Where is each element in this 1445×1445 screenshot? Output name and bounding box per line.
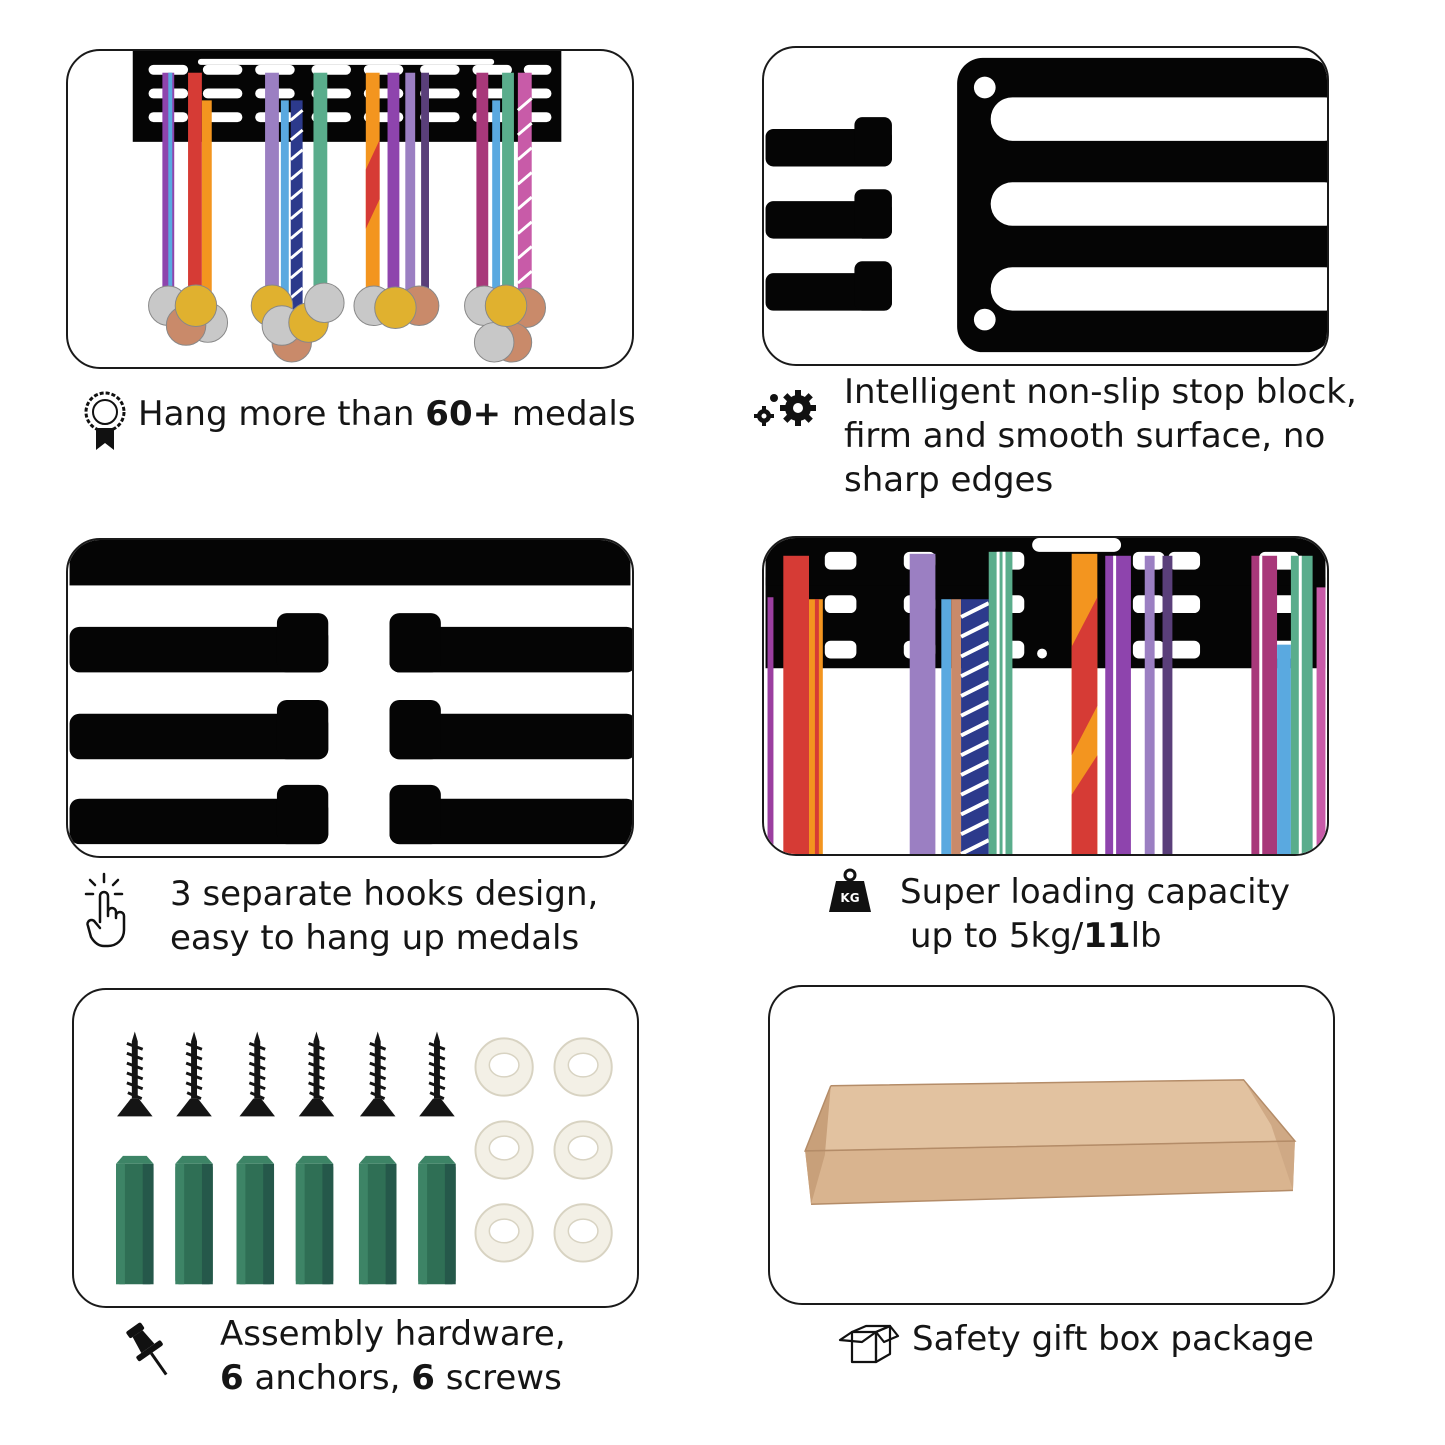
caption-medals-count: 60+ (425, 394, 502, 434)
panel-hooks (66, 538, 634, 858)
hooks-illustration (69, 540, 632, 845)
caption-hardware-line1: Assembly hardware, (220, 1314, 566, 1354)
caption-capacity-line2: up to 5kg/11lb (900, 914, 1290, 958)
caption-package-text: Safety gift box package (912, 1319, 1314, 1359)
caption-hardware-screws-count: 6 (411, 1358, 435, 1398)
caption-medals-before: Hang more than (138, 394, 426, 434)
medal-ribbon-icon (84, 391, 126, 450)
caption-stop-block-line1: Intelligent non-slip stop block, (844, 372, 1357, 412)
medal-rack-illustration (132, 51, 562, 363)
hardware-illustration (115, 1029, 613, 1285)
caption-capacity-line2-before: up to 5kg/ (910, 916, 1084, 956)
panel-hardware (72, 988, 639, 1308)
caption-hardware: Assembly hardware, 6 anchors, 6 screws (220, 1312, 566, 1400)
caption-hardware-line2: 6 anchors, 6 screws (220, 1356, 566, 1400)
caption-stop-block-line3: sharp edges (844, 460, 1054, 500)
caption-stop-block: Intelligent non-slip stop block, firm an… (844, 370, 1357, 502)
caption-capacity-line2-bold: 11 (1083, 916, 1131, 956)
caption-hooks-line2: easy to hang up medals (170, 918, 580, 958)
panel-capacity (762, 536, 1329, 856)
stop-block-illustration (765, 57, 1327, 353)
caption-medals-after: medals (501, 394, 636, 434)
caption-stop-block-line2: firm and smooth surface, no (844, 416, 1326, 456)
gift-box-illustration (804, 1079, 1297, 1205)
caption-hooks-line1: 3 separate hooks design, (170, 874, 599, 914)
caption-hooks: 3 separate hooks design, easy to hang up… (170, 872, 598, 960)
caption-package: Safety gift box package (912, 1317, 1314, 1361)
caption-hardware-mid: anchors, (243, 1358, 412, 1398)
tap-hand-icon (84, 872, 126, 948)
caption-capacity-line2-after: lb (1130, 916, 1162, 956)
caption-hardware-anchors-count: 6 (220, 1358, 244, 1398)
caption-capacity-line1: Super loading capacity (900, 872, 1291, 912)
panel-stop-block (762, 46, 1329, 366)
panel-package (768, 985, 1335, 1305)
capacity-illustration (765, 538, 1326, 854)
caption-hardware-end: screws (434, 1358, 562, 1398)
push-pin-icon (126, 1322, 168, 1376)
gears-icon (754, 390, 816, 426)
caption-medals: Hang more than 60+ medals (138, 392, 636, 436)
kg-weight-label: KG (840, 891, 859, 905)
open-box-icon (838, 1324, 900, 1364)
kg-weight-icon: KG (829, 868, 871, 912)
panel-medal-rack (66, 49, 634, 369)
caption-capacity: Super loading capacity up to 5kg/11lb (900, 870, 1290, 958)
